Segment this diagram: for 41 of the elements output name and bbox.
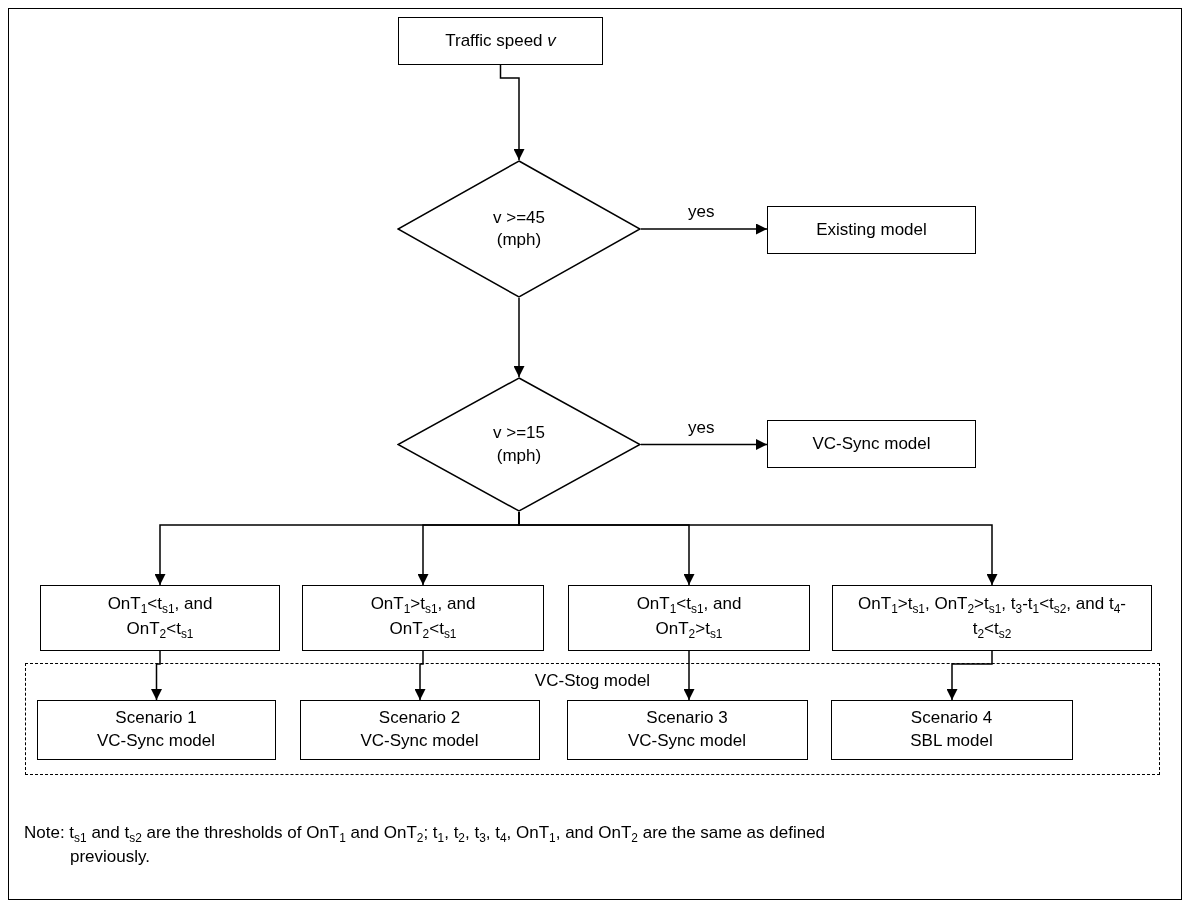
arrow [640, 439, 768, 450]
box-text: Scenario 1 [115, 707, 197, 730]
arrow [414, 650, 426, 701]
box-text: OnT$_{1}$>t$_{s1}$, OnT$_{2}$>t$_{s1}$, t$_{3}$-t$_{1}$<t$_{s2}$, and t$_{4}$-t$_{2}$<t$_{s2}$ [857, 593, 1127, 643]
process-box [830, 699, 1073, 760]
process-box [398, 17, 603, 65]
arrow [683, 650, 695, 701]
process-box [767, 206, 976, 254]
arrow [151, 650, 162, 701]
box-text: v >=15 (mph) [492, 422, 546, 467]
box-text: Traffic speed v [445, 29, 556, 52]
box-text: OnT$_{1}$<t$_{s1}$, and OnT$_{2}$<t$_{s1}$ [106, 593, 214, 643]
box-text: VC-Sync model [812, 432, 931, 455]
group-title: VC-Stog model [534, 670, 651, 692]
arrow [640, 223, 768, 235]
process-box [566, 699, 808, 760]
decision-diamond [397, 377, 641, 512]
process-box [767, 420, 976, 468]
box-subtext: VC-Sync model [627, 729, 747, 752]
arrow [946, 650, 993, 701]
arrow [513, 297, 525, 378]
box-subtext: SBL model [910, 729, 993, 752]
box-subtext: VC-Sync model [96, 729, 216, 752]
box-text: OnT$_{1}$>t$_{s1}$, and OnT$_{2}$<t$_{s1}$ [369, 593, 477, 643]
process-box [40, 585, 280, 651]
note-text: Note: t$_{s1}$ and t$_{s2}$ are the thresholds of OnT$_{1}$ and OnT$_{2}$; t$_{1}$, t$_{2}$, t$_{3}$, t$_{4}$, OnT$_{1}$, and OnT$_{2}$ are the same as defined previously. [24, 822, 827, 869]
box-text: OnT$_{1}$<t$_{s1}$, and OnT$_{2}$>t$_{s1}$ [635, 593, 743, 643]
process-box [832, 585, 1152, 651]
process-box [299, 699, 540, 760]
box-subtext: VC-Sync model [360, 729, 479, 752]
process-box [302, 585, 544, 651]
decision-diamond [397, 160, 641, 298]
box-text: Scenario 4 [910, 707, 993, 730]
process-box [568, 585, 810, 651]
process-box [36, 699, 276, 760]
box-text: Scenario 2 [378, 707, 461, 730]
arrow [499, 64, 525, 161]
box-text: Existing model [816, 218, 927, 241]
box-text: v >=45 (mph) [492, 206, 546, 251]
box-text: Scenario 3 [646, 707, 728, 730]
dashed-group-box [25, 663, 1160, 775]
